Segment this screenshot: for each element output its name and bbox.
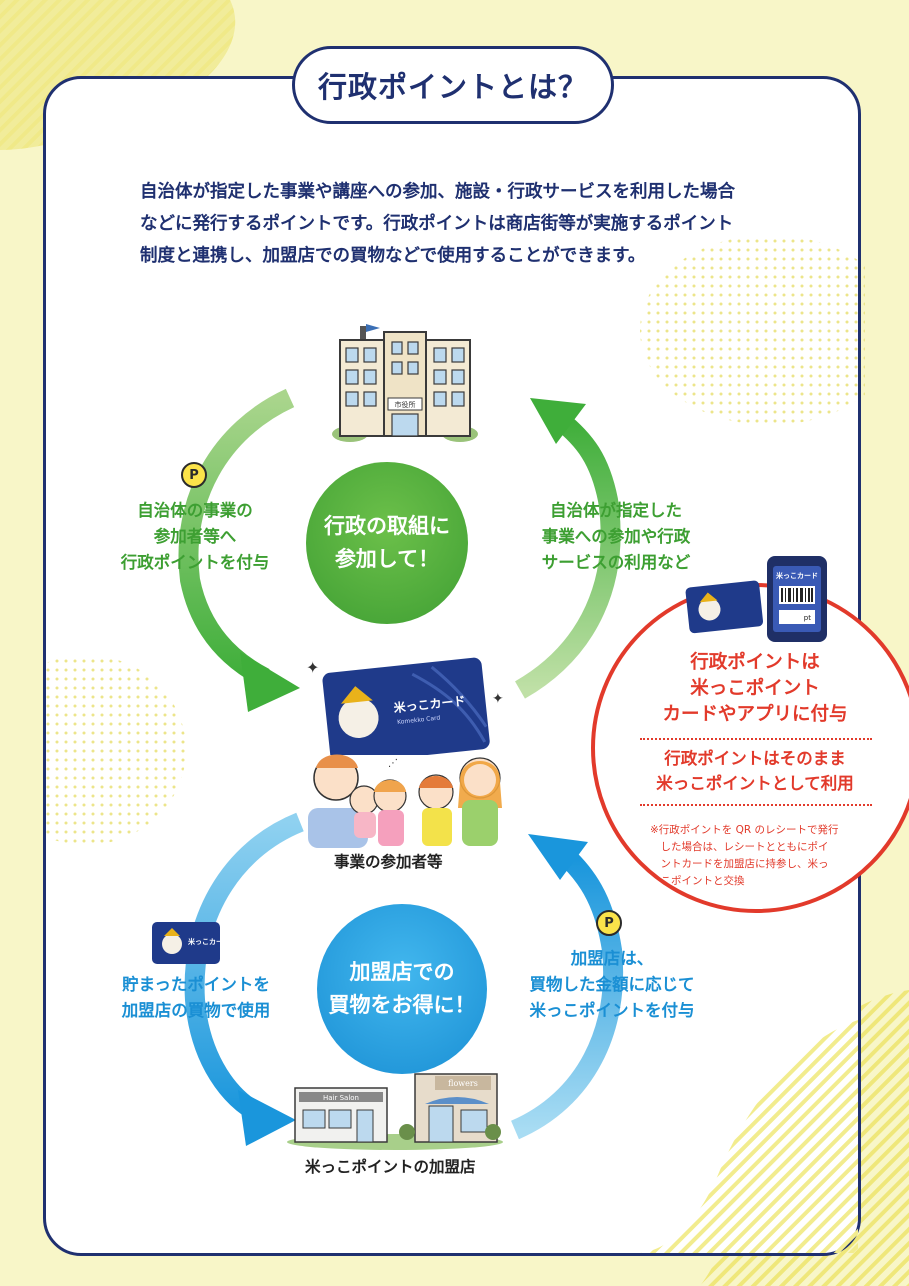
shop1-sign: Hair Salon [323,1094,359,1102]
text-line: こポイントと交換 [650,875,745,887]
page-title: 行政ポイントとは？ [292,46,614,124]
bottom-circle: 加盟店での 買物をお得に！ [317,904,487,1074]
callout-circle [591,583,909,913]
small-card-name: 米っこカード [187,937,222,946]
halftone-dots-right [640,235,865,425]
left-upper-text: 自治体の事業の 参加者等へ 行政ポイントを付与 [110,498,280,576]
callout-main: 行政ポイントは 米っこポイント カードやアプリに付与 [625,650,885,728]
intro-text: 自治体が指定した事業や講座への参加、施設・行政サービスを利用した場合 などに発行… [140,176,800,272]
card-sub: Komekko Card [397,714,441,725]
text-line: 加盟店は、 [570,949,654,968]
text-line: した場合は、レシートとともにポイ [650,841,829,853]
top-circle: 行政の取組に 参加して！ [306,462,468,624]
arrowhead-left-upper [240,652,300,712]
card-and-app-illustration: 米っこカード pt [685,556,827,642]
text-line: 自治体が指定した [550,501,682,520]
stores-caption: 米っこポイントの加盟店 [305,1158,476,1176]
arrowhead-left-lower [238,1090,296,1146]
top-circle-line: 行政の取組に [324,514,450,538]
bottom-circle-line: 買物をお得に！ [328,993,476,1017]
callout-note: ※行政ポイントを QR のレシートで発行 した場合は、レシートとともにポイ ント… [650,822,872,890]
text-line: 米っこポイント [690,678,820,699]
text-line: 買物した金額に応じて [529,975,695,994]
member-stores-illustration: Hair Salon flowers [287,1073,503,1150]
left-lower-text: 貯まったポイントを 加盟店の買物で使用 [110,972,282,1024]
arrowhead-right-lower [528,834,588,880]
sparkle-icon: ✦ [306,658,319,677]
app-card-name: 米っこカード [775,571,818,580]
intro-line: などに発行するポイントです。行政ポイントは商店街等が実施するポイント [140,214,734,234]
callout-sub: 行政ポイントはそのまま 米っこポイントとして利用 [625,746,885,796]
intro-line: 制度と連携し、加盟店での買物などで使用することができます。 [140,246,646,266]
text-line: ントカードを加盟店に持参し、米っ [650,858,829,870]
text-line: 自治体の事業の [137,501,253,520]
top-circle-line: 参加して！ [334,547,440,571]
text-line: ※行政ポイントを QR のレシートで発行 [650,824,839,836]
right-upper-text: 自治体が指定した 事業への参加や行政 サービスの利用など [528,498,704,576]
text-line: 米っこポイントを付与 [529,1001,695,1020]
right-lower-text: 加盟店は、 買物した金額に応じて 米っこポイントを付与 [520,946,704,1024]
text-line: 行政ポイントを付与 [120,553,270,572]
text-line: 米っこポイントとして利用 [656,774,854,793]
text-line: 行政ポイントはそのまま [664,749,846,768]
city-hall-sign: 市役所 [395,400,416,409]
shop2-sign: flowers [448,1079,478,1088]
text-line: カードやアプリに付与 [662,704,848,725]
intro-line: 自治体が指定した事業や講座への参加、施設・行政サービスを利用した場合 [140,182,735,202]
svg-text:⋰: ⋰ [388,758,398,769]
arrow-left-upper [178,388,295,687]
sparkle-icon: ✦ [492,691,504,707]
participants-illustration: ⋰ [308,754,502,848]
text-line: 加盟店の買物で使用 [121,1001,271,1020]
arrow-right-lower [510,852,623,1140]
bottom-circle-line: 加盟店での [349,960,455,984]
text-line: 貯まったポイントを [122,975,270,994]
text-line: 事業への参加や行政 [541,527,691,546]
small-card-illustration: 米っこカード [152,922,222,964]
text-line: サービスの利用など [541,553,691,572]
halftone-stripes-bottom [640,1020,858,1253]
text-line: 参加者等へ [153,527,237,546]
arrowhead-right-upper [530,398,586,444]
participants-caption: 事業の参加者等 [334,853,443,871]
point-icon: P [181,462,207,488]
text-line: 行政ポイントは [690,652,820,673]
city-hall-illustration: 市役所 [332,324,478,442]
divider [640,804,872,806]
komekko-card-illustration: ✦ ✦ 米っこカード Komekko Card [306,657,504,755]
halftone-dots-left [46,655,186,845]
point-icon: P [596,910,622,936]
app-pt: pt [804,614,811,622]
arrow-left-lower [184,812,304,1125]
arrow-right-upper [514,412,621,699]
divider [640,738,872,740]
